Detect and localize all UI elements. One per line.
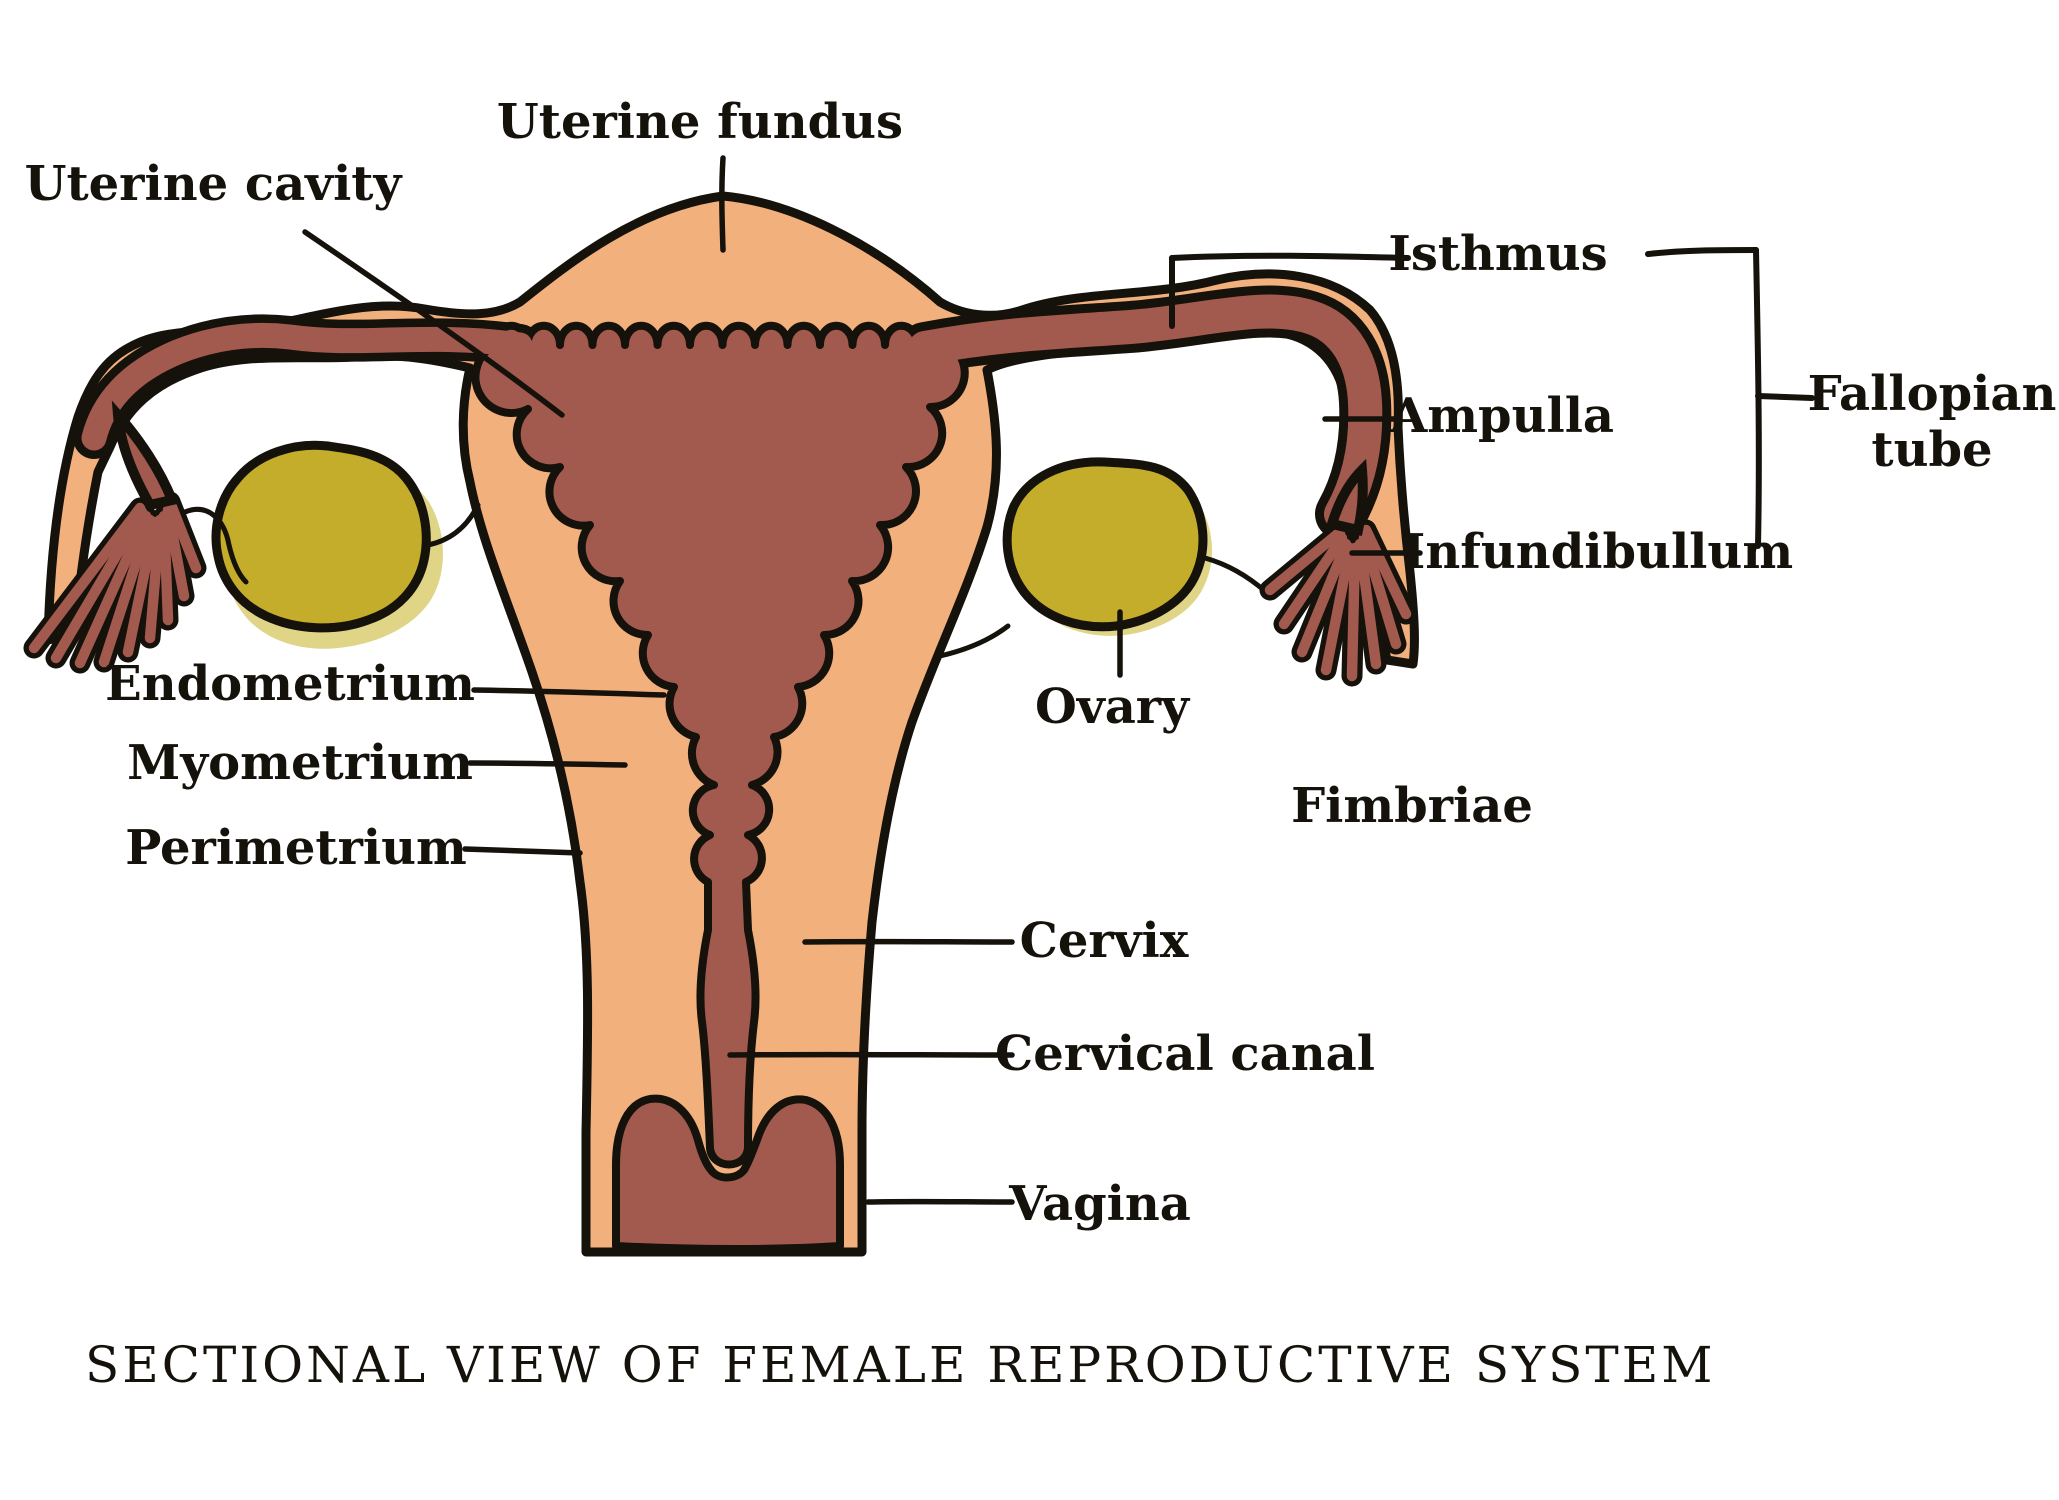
label-ampulla: Ampulla [1389, 388, 1614, 444]
label-endometrium: Endometrium [105, 656, 475, 712]
right-ovary [1002, 457, 1212, 636]
right-ovary-fimbriae-connector [1202, 555, 1269, 595]
right-fimbriae [1259, 458, 1417, 687]
label-isthmus: Isthmus [1388, 226, 1607, 282]
left-ovary [211, 440, 443, 649]
right-uterus-ovary-connector [937, 623, 1011, 659]
left-tube-lumen [81, 322, 533, 451]
label-myometrium: Myometrium [127, 735, 473, 791]
label-cervix: Cervix [1020, 913, 1189, 969]
vagina-interior-shape [612, 1094, 844, 1253]
label-vagina: Vagina [1008, 1176, 1191, 1232]
leader-myometrium [467, 760, 628, 768]
label-uterine-cavity: Uterine cavity [25, 156, 404, 212]
label-perimetrium: Perimetrium [125, 820, 467, 876]
label-ovary: Ovary [1035, 679, 1191, 735]
right-tube-lumen [908, 294, 1383, 531]
leader-endometrium [471, 687, 667, 698]
label-uterine-fundus: Uterine fundus [497, 94, 903, 150]
left-fimbriae [23, 400, 207, 674]
label-fallopian-tube-line1: Fallopian [1808, 366, 2057, 422]
right-ovary-shape [1002, 457, 1208, 632]
diagram-title: SECTIONAL VIEW OF FEMALE REPRODUCTIVE SY… [85, 1336, 1715, 1394]
label-fallopian-tube-line2: tube [1871, 422, 1992, 478]
label-infundibullum: Infundibullum [1403, 524, 1793, 580]
label-fimbriae: Fimbriae [1291, 778, 1533, 834]
uterine-cavity-shape [471, 321, 969, 1169]
left-ovary-shape [211, 440, 431, 633]
leader-uterine-cavity [302, 229, 565, 418]
left-fimbriae-ovary-connector [182, 506, 249, 585]
left-ovary-uterus-connector [425, 502, 481, 548]
leader-uterine-fundus [719, 155, 726, 253]
label-cervical-canal: Cervical canal [995, 1026, 1375, 1082]
leader-perimetrium [462, 846, 583, 856]
fallopian-tube-bracket [1169, 247, 1815, 549]
